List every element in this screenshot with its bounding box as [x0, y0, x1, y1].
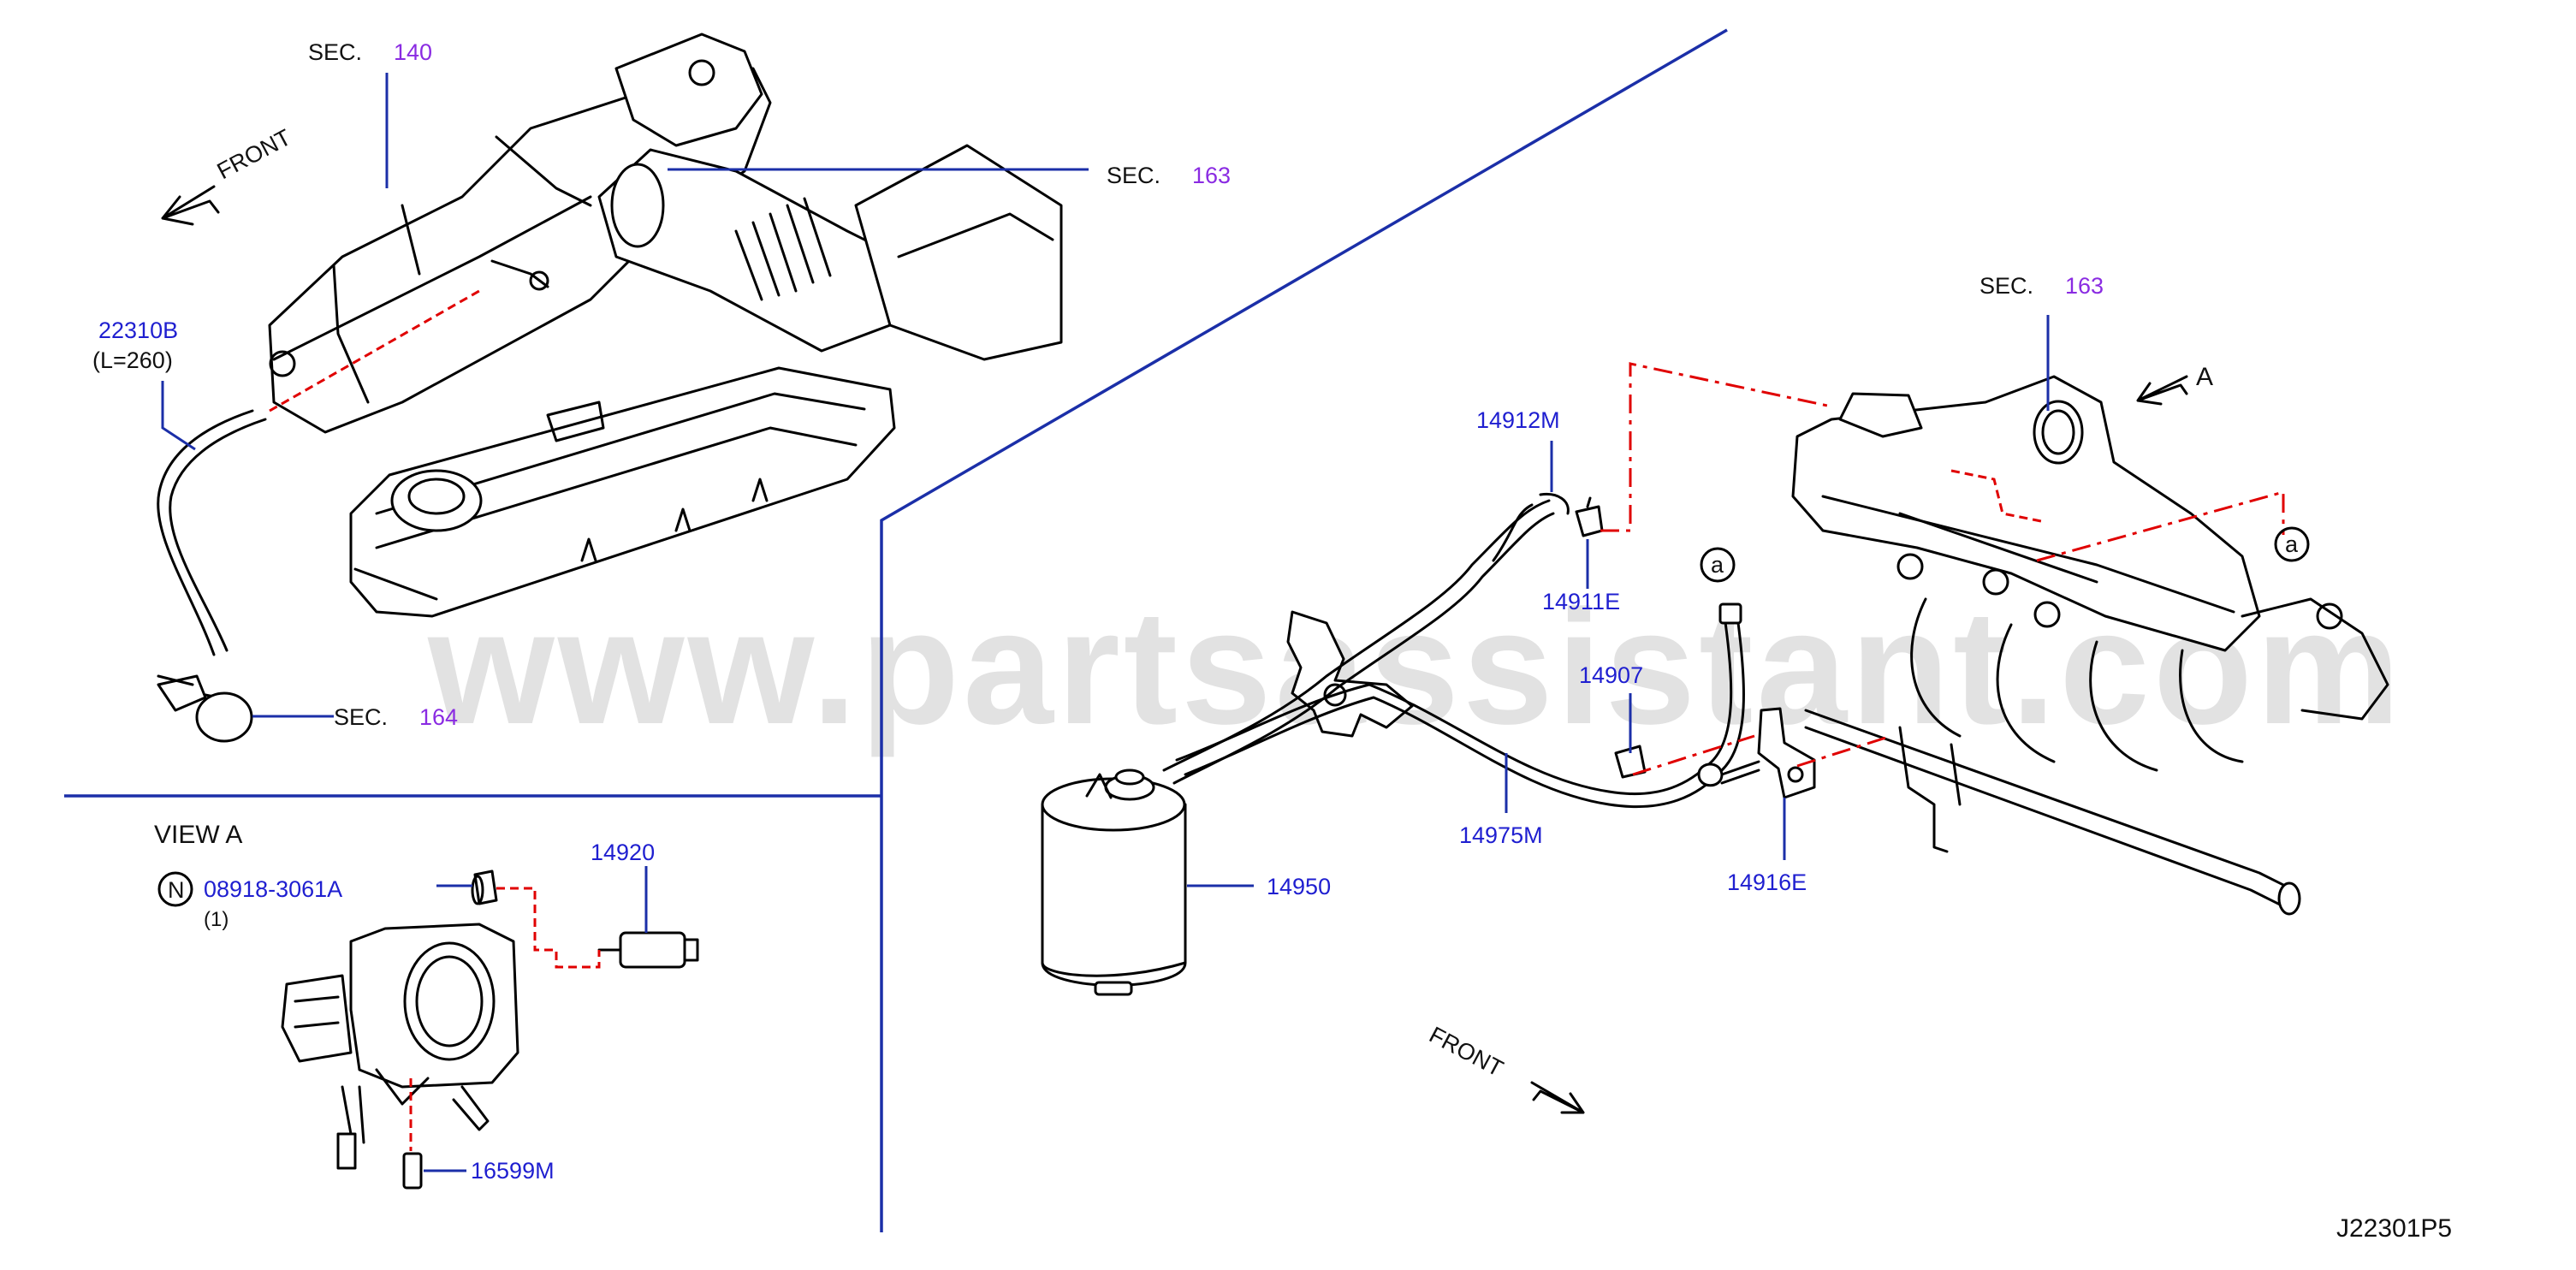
- hose-22310B-drawing: [157, 409, 267, 743]
- callout-a-letter-right: a: [2285, 531, 2299, 557]
- sec-number-164: 164: [419, 704, 458, 730]
- sec-prefix-164: SEC.: [334, 704, 388, 730]
- leader-lines-right: [1187, 315, 2050, 887]
- diagram-code: J22301P5: [2336, 1214, 2452, 1243]
- evap-hoses-drawing: [1162, 492, 1746, 809]
- view-a-marker: A: [2196, 363, 2213, 391]
- engine-assembly-drawing: [268, 33, 1063, 618]
- leader-lines-top-left: [161, 73, 1089, 718]
- canister-14950-drawing: [1041, 769, 1187, 996]
- part-number-22310B: 22310B: [98, 318, 178, 343]
- grommet-08918-drawing: [471, 869, 498, 905]
- part-number-14920: 14920: [591, 840, 655, 865]
- plug-16599M-drawing: [402, 1152, 423, 1190]
- callout-a-letter-left: a: [1711, 552, 1724, 578]
- view-a-arrow-icon: [2136, 375, 2188, 406]
- part-number-08918: 08918-3061A: [204, 876, 342, 902]
- part-number-14950: 14950: [1267, 874, 1331, 899]
- part-number-14912M: 14912M: [1476, 407, 1560, 433]
- sec-prefix-163-top: SEC.: [1107, 163, 1160, 188]
- phantom-lines-view-a: [409, 887, 601, 1151]
- front-arrow-bottom-icon: [1530, 1081, 1585, 1114]
- watermark-text: www.partsassistant.com: [427, 577, 2404, 758]
- front-arrow-icon: [161, 185, 220, 226]
- nut-symbol-circle: [157, 871, 193, 907]
- part-length-22310B: (L=260): [92, 347, 173, 373]
- part-number-14975M: 14975M: [1459, 822, 1543, 848]
- sec-prefix-140: SEC.: [308, 39, 362, 65]
- bracket-14916E-drawing: [1697, 707, 1816, 799]
- leader-lines-view-a: [424, 866, 648, 1172]
- intake-manifold-drawing: [1791, 375, 2389, 916]
- view-a-title: VIEW A: [154, 821, 242, 849]
- sec-number-163-top: 163: [1192, 163, 1231, 188]
- part-number-16599M: 16599M: [471, 1158, 555, 1184]
- phantom-lines-right: [1600, 362, 2285, 776]
- sec-prefix-163-right: SEC.: [1979, 273, 2033, 299]
- part-qty-08918: (1): [204, 908, 229, 931]
- sensor-14920-drawing: [597, 931, 699, 969]
- nut-symbol-letter: N: [168, 877, 185, 903]
- front-label-bottom: FRONT: [1425, 1022, 1507, 1082]
- front-label-top: FRONT: [213, 124, 295, 184]
- sec-number-163-right: 163: [2065, 273, 2104, 299]
- part-number-14907: 14907: [1579, 662, 1643, 688]
- callout-a-circle-left: [1700, 547, 1736, 583]
- part-number-14916E: 14916E: [1727, 869, 1807, 895]
- panel-dividers: [64, 28, 1728, 1232]
- sec-number-140: 140: [394, 39, 432, 65]
- callout-a-circle-right: [2274, 526, 2310, 562]
- throttle-body-drawing: [281, 923, 519, 1170]
- clip-14911E-drawing: [1575, 496, 1604, 537]
- part-number-14911E: 14911E: [1542, 589, 1620, 614]
